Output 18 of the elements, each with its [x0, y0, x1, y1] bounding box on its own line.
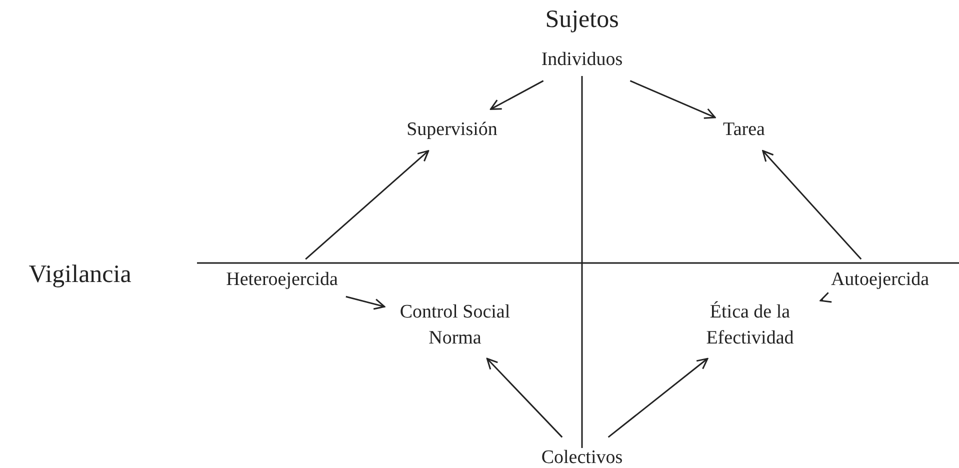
arrow	[346, 296, 386, 310]
axis-end-label: Autoejercida	[830, 267, 930, 293]
axis-end-label: Colectivos	[541, 445, 623, 468]
axis-end-label: Heteroejercida	[226, 267, 338, 293]
quadrant-label: Control Social Norma	[392, 299, 518, 351]
arrow	[820, 292, 832, 303]
arrow	[486, 358, 563, 438]
axis-end-label: Tarea	[723, 117, 765, 143]
arrow	[608, 358, 708, 438]
axis-title: Vigilancia	[28, 260, 132, 290]
axis-end-label: Supervisión	[406, 117, 498, 143]
arrow	[490, 80, 544, 110]
axis-title: Sujetos	[545, 5, 619, 36]
axis-end-label: Individuos	[541, 47, 623, 73]
arrow	[630, 80, 716, 119]
arrow	[762, 150, 862, 260]
arrow	[305, 150, 430, 260]
quadrant-label: Ética de la Efectividad	[688, 299, 812, 351]
